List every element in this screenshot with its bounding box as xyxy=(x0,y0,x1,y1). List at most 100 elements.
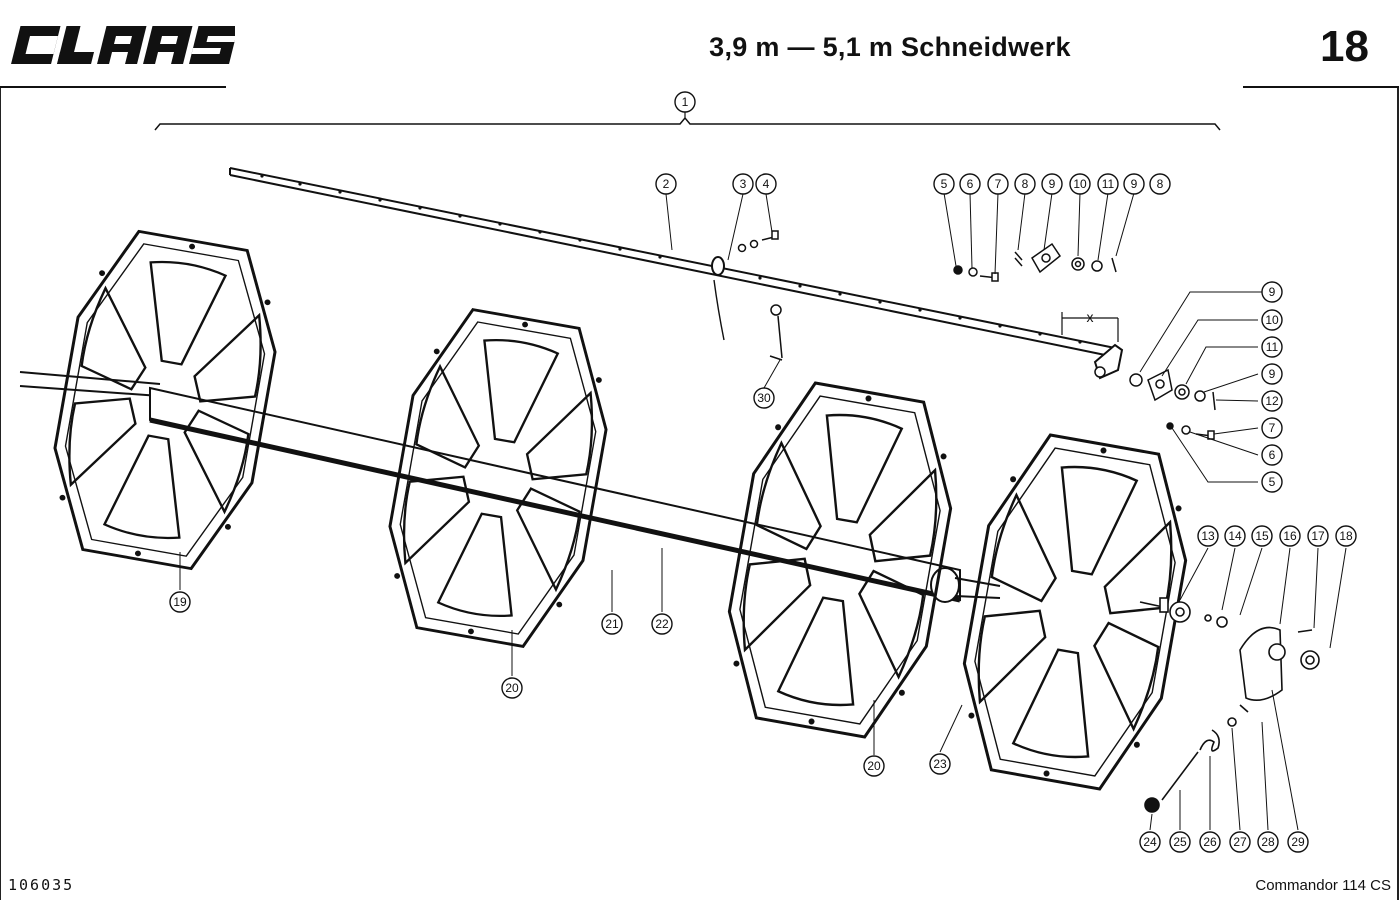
callout-8-top-left: 8 xyxy=(1014,173,1036,195)
svg-text:10: 10 xyxy=(1073,177,1087,191)
svg-text:7: 7 xyxy=(1269,421,1276,435)
svg-text:16: 16 xyxy=(1283,529,1297,543)
callout-9-right-b: 9 xyxy=(1261,363,1283,385)
svg-text:17: 17 xyxy=(1311,529,1325,543)
svg-text:30: 30 xyxy=(757,391,771,405)
svg-text:24: 24 xyxy=(1143,835,1157,849)
header-rule-right xyxy=(1243,86,1399,88)
callout-7-right: 7 xyxy=(1261,417,1283,439)
page-number: 18 xyxy=(1320,22,1369,71)
callout-23: 23 xyxy=(929,753,951,775)
header-rule-left xyxy=(0,86,226,88)
callout-14: 14 xyxy=(1224,525,1246,547)
hardware-items-3-4 xyxy=(737,230,779,253)
callout-6-top: 6 xyxy=(959,173,981,195)
svg-text:9: 9 xyxy=(1269,367,1276,381)
svg-text:6: 6 xyxy=(967,177,974,191)
svg-text:15: 15 xyxy=(1255,529,1269,543)
svg-text:5: 5 xyxy=(941,177,948,191)
svg-text:13: 13 xyxy=(1201,529,1215,543)
callout-19: 19 xyxy=(169,591,191,613)
svg-text:8: 8 xyxy=(1157,177,1164,191)
callout-29: 29 xyxy=(1287,831,1309,853)
callout-2: 2 xyxy=(655,173,677,195)
svg-text:9: 9 xyxy=(1269,285,1276,299)
drawing-number: 106035 xyxy=(8,876,75,894)
callout-12: 12 xyxy=(1261,390,1283,412)
svg-text:9: 9 xyxy=(1049,177,1056,191)
svg-text:21: 21 xyxy=(605,617,619,631)
callout-11-right: 11 xyxy=(1261,336,1283,358)
callout-3: 3 xyxy=(732,173,754,195)
callout-21: 21 xyxy=(601,613,623,635)
hub-parts-13-18 xyxy=(1139,597,1320,701)
callout-11-top: 11 xyxy=(1097,173,1119,195)
svg-text:11: 11 xyxy=(1266,340,1279,354)
callout-24: 24 xyxy=(1139,831,1161,853)
page-title: 3,9 m — 5,1 m Schneidwerk xyxy=(709,32,1071,62)
svg-text:20: 20 xyxy=(505,681,519,695)
svg-text:10: 10 xyxy=(1265,313,1279,327)
callout-20-left: 20 xyxy=(501,677,523,699)
svg-text:20: 20 xyxy=(867,759,881,773)
model-name: Commandor 114 CS xyxy=(1255,877,1391,894)
callout-6-right: 6 xyxy=(1261,444,1283,466)
hardware-items-5-11-top xyxy=(953,242,1117,282)
callout-15: 15 xyxy=(1251,525,1273,547)
callout-28: 28 xyxy=(1257,831,1279,853)
claas-logo xyxy=(11,26,235,64)
parts-24-29 xyxy=(1144,704,1249,813)
svg-text:23: 23 xyxy=(933,757,947,771)
svg-text:18: 18 xyxy=(1339,529,1353,543)
svg-text:9: 9 xyxy=(1131,177,1138,191)
callout-18: 18 xyxy=(1335,525,1357,547)
callout-7-top: 7 xyxy=(987,173,1009,195)
svg-text:4: 4 xyxy=(763,177,770,191)
svg-text:14: 14 xyxy=(1228,529,1242,543)
leader-lines xyxy=(179,192,1347,831)
callout-30: 30 xyxy=(753,387,775,409)
rod-assembly: x xyxy=(229,167,1124,380)
svg-text:12: 12 xyxy=(1265,394,1279,408)
svg-text:1: 1 xyxy=(682,95,689,109)
svg-text:5: 5 xyxy=(1269,475,1276,489)
svg-text:19: 19 xyxy=(173,595,187,609)
callout-17: 17 xyxy=(1307,525,1329,547)
callout-16: 16 xyxy=(1279,525,1301,547)
callout-27: 27 xyxy=(1229,831,1251,853)
callout-1: 1 xyxy=(674,91,696,113)
frame-right xyxy=(1397,88,1399,900)
callout-8-top-right: 8 xyxy=(1149,173,1171,195)
assembly-bracket xyxy=(154,116,1221,131)
svg-text:26: 26 xyxy=(1203,835,1217,849)
frame-left xyxy=(0,88,1,900)
callout-20-right: 20 xyxy=(863,755,885,777)
svg-text:25: 25 xyxy=(1173,835,1187,849)
main-shaft xyxy=(19,371,1001,603)
callout-26: 26 xyxy=(1199,831,1221,853)
svg-text:29: 29 xyxy=(1291,835,1305,849)
callout-4: 4 xyxy=(755,173,777,195)
callout-10-top: 10 xyxy=(1069,173,1091,195)
dimension-label-x: x xyxy=(1087,309,1094,325)
callout-22: 22 xyxy=(651,613,673,635)
part-30 xyxy=(769,304,783,361)
svg-text:6: 6 xyxy=(1269,448,1276,462)
callout-5-right: 5 xyxy=(1261,471,1283,493)
svg-text:28: 28 xyxy=(1261,835,1275,849)
callout-5-top: 5 xyxy=(933,173,955,195)
svg-text:3: 3 xyxy=(740,177,747,191)
callout-9-right-a: 9 xyxy=(1261,281,1283,303)
callout-10-right: 10 xyxy=(1261,309,1283,331)
svg-text:7: 7 xyxy=(995,177,1002,191)
svg-text:11: 11 xyxy=(1102,177,1115,191)
svg-text:27: 27 xyxy=(1233,835,1247,849)
svg-text:8: 8 xyxy=(1022,177,1029,191)
callout-9-top-left: 9 xyxy=(1041,173,1063,195)
callout-13: 13 xyxy=(1197,525,1219,547)
hardware-items-5-12-right xyxy=(1129,368,1216,440)
callout-25: 25 xyxy=(1169,831,1191,853)
svg-text:2: 2 xyxy=(663,177,670,191)
callout-9-top-second: 9 xyxy=(1123,173,1145,195)
